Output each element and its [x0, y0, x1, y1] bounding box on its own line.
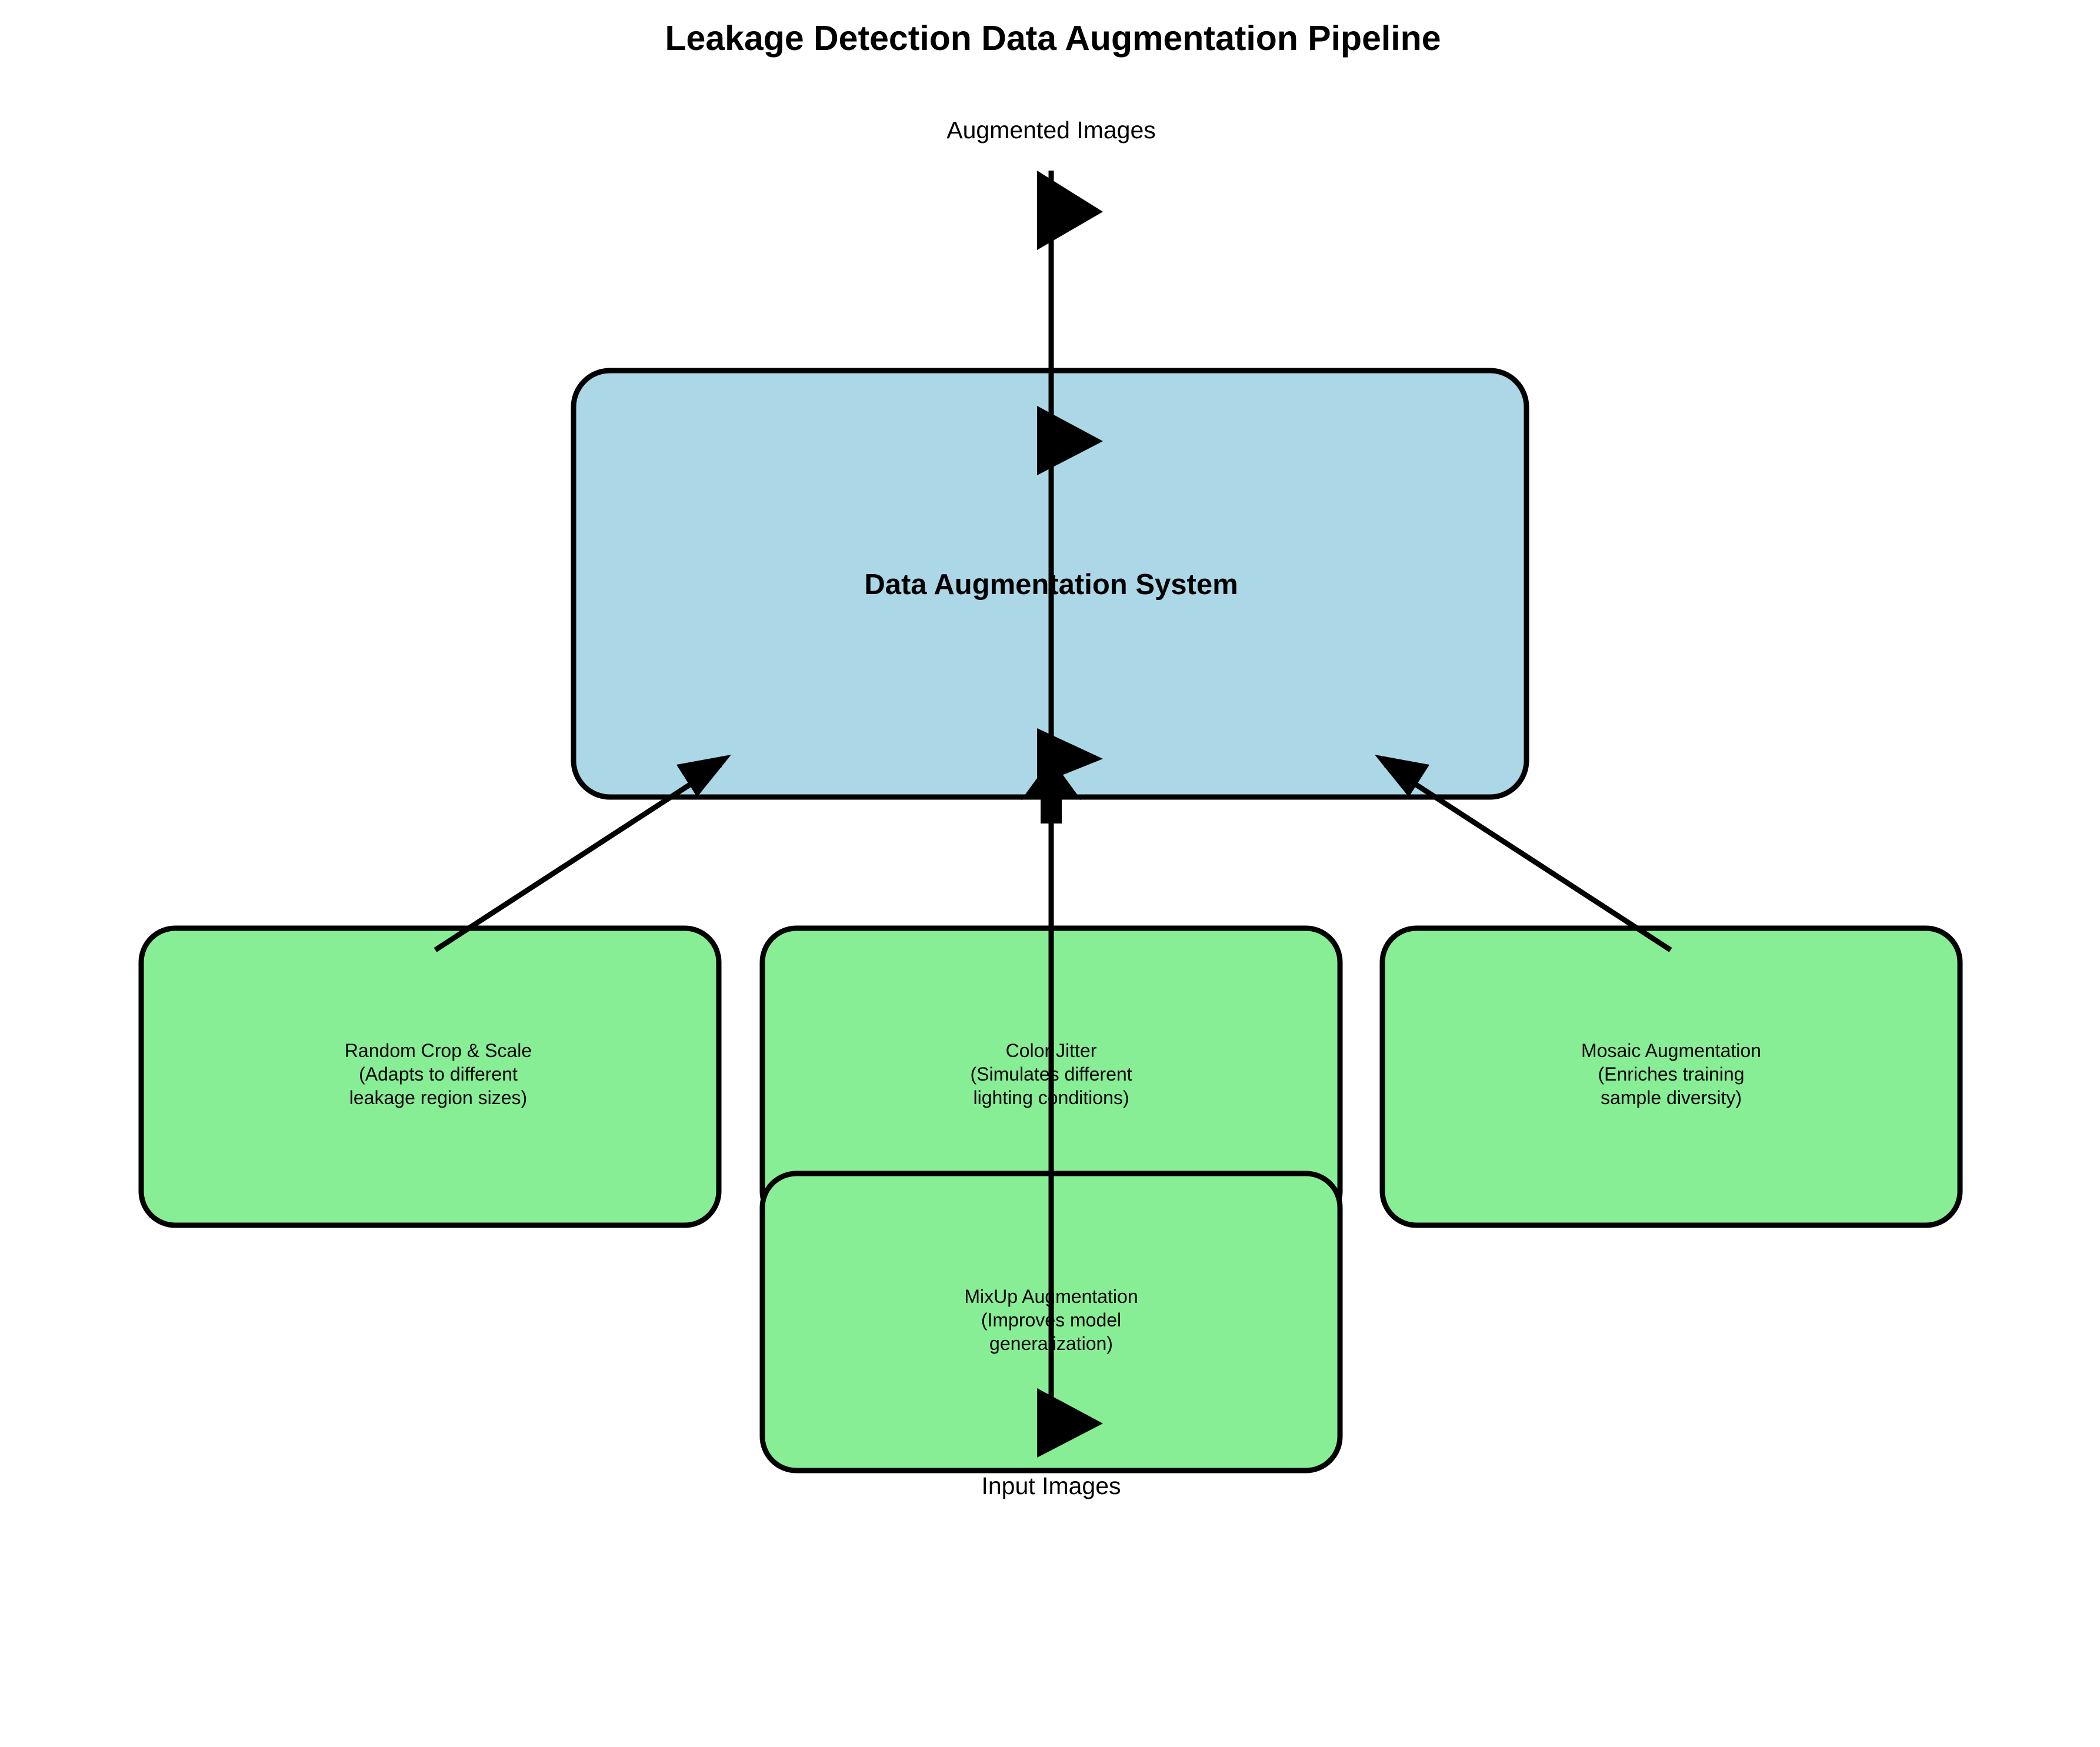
node-label-random-crop-scale-line1: Random Crop & Scale [345, 1040, 532, 1061]
edge-label-input-images: Input Images [981, 1472, 1121, 1499]
node-random-crop-scale[interactable] [138, 925, 722, 1228]
arrowhead-random-crop-to-system-icon [676, 755, 731, 797]
arrowhead-bottom-input-icon [1037, 1388, 1103, 1458]
arrowhead-system-entry-icon [1037, 406, 1103, 475]
edge-label-augmented-images: Augmented Images [946, 116, 1156, 144]
node-mosaic-augmentation[interactable] [1379, 925, 1963, 1228]
node-label-mosaic-augmentation-line2: (Enriches training [1598, 1063, 1745, 1085]
edge-mosaic-to-system [1384, 762, 1672, 952]
edge-random-crop-to-system [434, 762, 722, 952]
figure-title: Leakage Detection Data Augmentation Pipe… [665, 19, 1441, 58]
node-label-mosaic-augmentation-line1: Mosaic Augmentation [1581, 1040, 1761, 1061]
arrowhead-input-up-icon [1021, 759, 1081, 824]
node-label-random-crop-scale-line2: (Adapts to different [359, 1063, 518, 1085]
node-label-random-crop-scale-line3: leakage region sizes) [349, 1087, 527, 1108]
node-label-mosaic-augmentation-line3: sample diversity) [1601, 1087, 1742, 1108]
arrowhead-mosaic-to-system-icon [1375, 755, 1429, 797]
arrowhead-top-output-icon [1037, 171, 1103, 250]
